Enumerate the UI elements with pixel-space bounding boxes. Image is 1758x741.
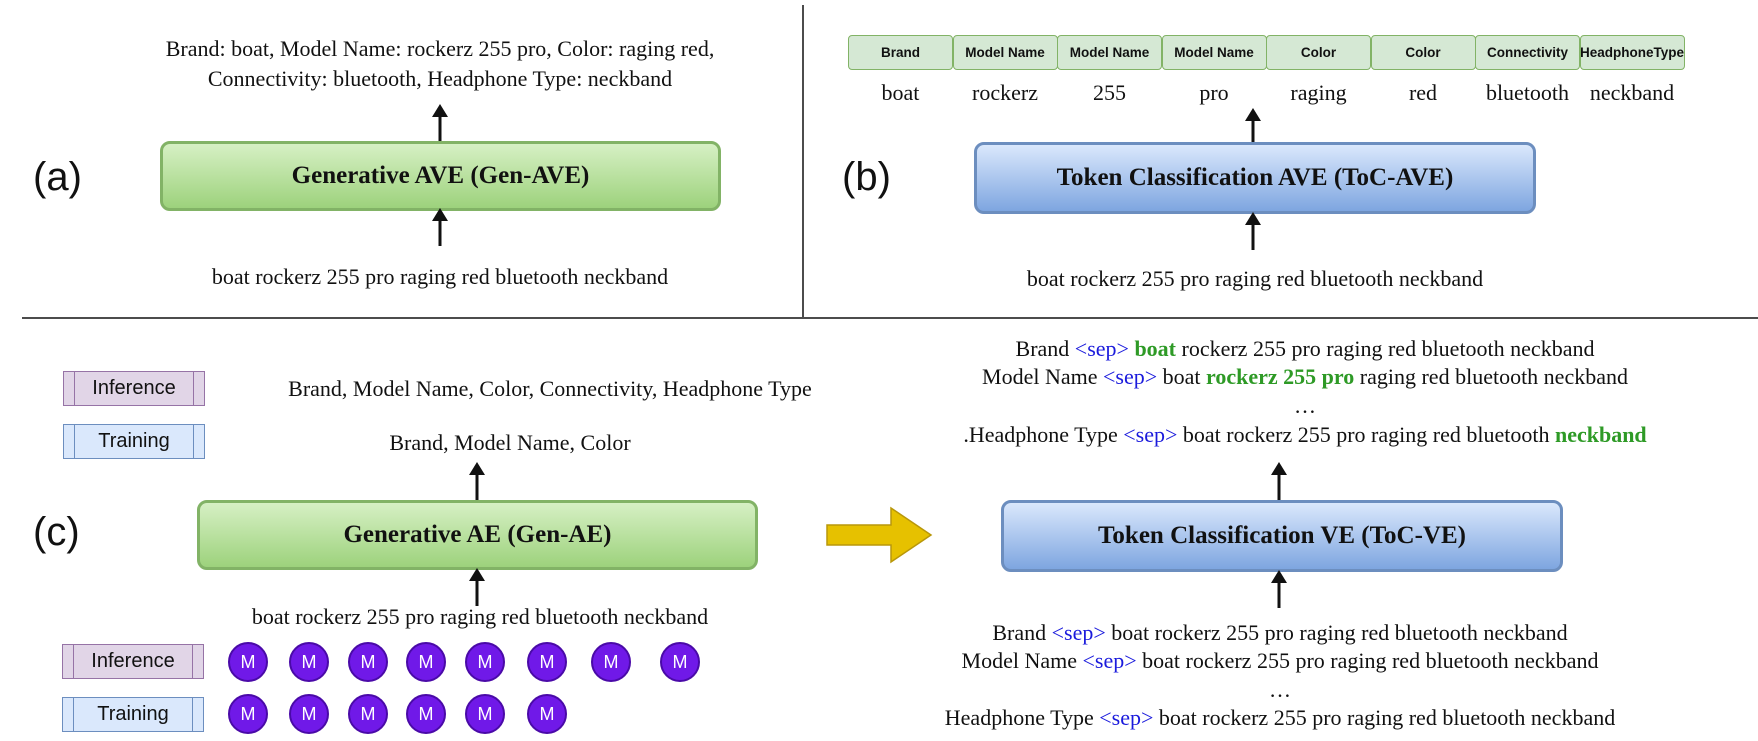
transfer-arrow-icon [826, 506, 933, 564]
attribute-tag: Connectivity [1475, 35, 1580, 70]
input-token: raging [1290, 80, 1347, 105]
arrow-up-icon [432, 104, 448, 142]
input-token: rockerz [972, 80, 1038, 105]
inference-attribute-output: Brand, Model Name, Color, Connectivity, … [288, 376, 812, 401]
inference-mask-token: M [228, 642, 268, 682]
training-legend-top: Training [63, 424, 205, 459]
gen-ae-input: boat rockerz 255 pro raging red bluetoot… [251, 604, 709, 629]
panel-c-label: (c) [33, 510, 80, 554]
attribute-tag: Brand [848, 35, 953, 70]
training-attribute-output: Brand, Model Name, Color [389, 430, 631, 455]
inference-mask-token: M [406, 642, 446, 682]
training-mask-token: M [289, 694, 329, 734]
panel-b-input: boat rockerz 255 pro raging red bluetoot… [1026, 266, 1484, 291]
toc-ve-output-model-name: Model Name <sep> boat rockerz 255 pro ra… [982, 364, 1628, 389]
toc-ve-input-ellipsis: … [1269, 677, 1291, 702]
attribute-tag: HeadphoneType [1579, 35, 1685, 70]
toc-ve-input-brand: Brand <sep> boat rockerz 255 pro raging … [992, 620, 1568, 645]
training-legend-bottom: Training [62, 697, 204, 732]
panel-b-label: (b) [842, 155, 891, 199]
gen-ae-model-box: Generative AE (Gen-AE) [197, 500, 758, 570]
toc-ve-output-brand: Brand <sep> boat rockerz 255 pro raging … [1015, 336, 1595, 361]
inference-mask-token: M [289, 642, 329, 682]
attribute-tag: Model Name [952, 35, 1058, 70]
attribute-tag: Color [1370, 35, 1476, 70]
input-token: neckband [1589, 80, 1675, 105]
inference-mask-token: M [527, 642, 567, 682]
gen-ave-model-box: Generative AVE (Gen-AVE) [160, 141, 721, 211]
training-mask-token: M [406, 694, 446, 734]
input-token: 255 [1093, 80, 1126, 105]
inference-mask-token: M [348, 642, 388, 682]
panel-a-label: (a) [33, 155, 82, 199]
toc-ve-model-box: Token Classification VE (ToC-VE) [1001, 500, 1563, 572]
inference-mask-token: M [465, 642, 505, 682]
arrow-up-icon [1271, 570, 1287, 608]
inference-mask-token: M [660, 642, 700, 682]
toc-ve-input-model-name: Model Name <sep> boat rockerz 255 pro ra… [961, 648, 1599, 673]
inference-legend-top: Inference [63, 371, 205, 406]
input-token: boat [881, 80, 920, 105]
attribute-tag: Model Name [1057, 35, 1162, 70]
arrow-up-icon [469, 568, 485, 606]
toc-ve-output-headphone-type: .Headphone Type <sep> boat rockerz 255 p… [963, 422, 1647, 447]
inference-legend-bottom: Inference [62, 644, 204, 679]
training-mask-token: M [228, 694, 268, 734]
input-token: red [1408, 80, 1438, 105]
toc-ave-model-box: Token Classification AVE (ToC-AVE) [974, 142, 1536, 214]
panel-a-input: boat rockerz 255 pro raging red bluetoot… [211, 264, 669, 289]
attribute-tag: Color [1266, 35, 1371, 70]
arrow-up-icon [432, 208, 448, 246]
training-mask-token: M [465, 694, 505, 734]
input-token: pro [1199, 80, 1229, 105]
toc-ve-output-ellipsis: … [1294, 393, 1316, 418]
arrow-up-icon [1245, 212, 1261, 250]
arrow-up-icon [469, 462, 485, 500]
panel-a-output-line-1: Brand: boat, Model Name: rockerz 255 pro… [165, 36, 715, 61]
arrow-up-icon [1245, 108, 1261, 144]
attribute-tag: Model Name [1161, 35, 1267, 70]
arrow-up-icon [1271, 462, 1287, 500]
toc-ve-input-headphone-type: Headphone Type <sep> boat rockerz 255 pr… [944, 705, 1616, 730]
panel-a-output-line-2: Connectivity: bluetooth, Headphone Type:… [207, 66, 673, 91]
inference-mask-token: M [591, 642, 631, 682]
input-token: bluetooth [1485, 80, 1570, 105]
training-mask-token: M [527, 694, 567, 734]
training-mask-token: M [348, 694, 388, 734]
